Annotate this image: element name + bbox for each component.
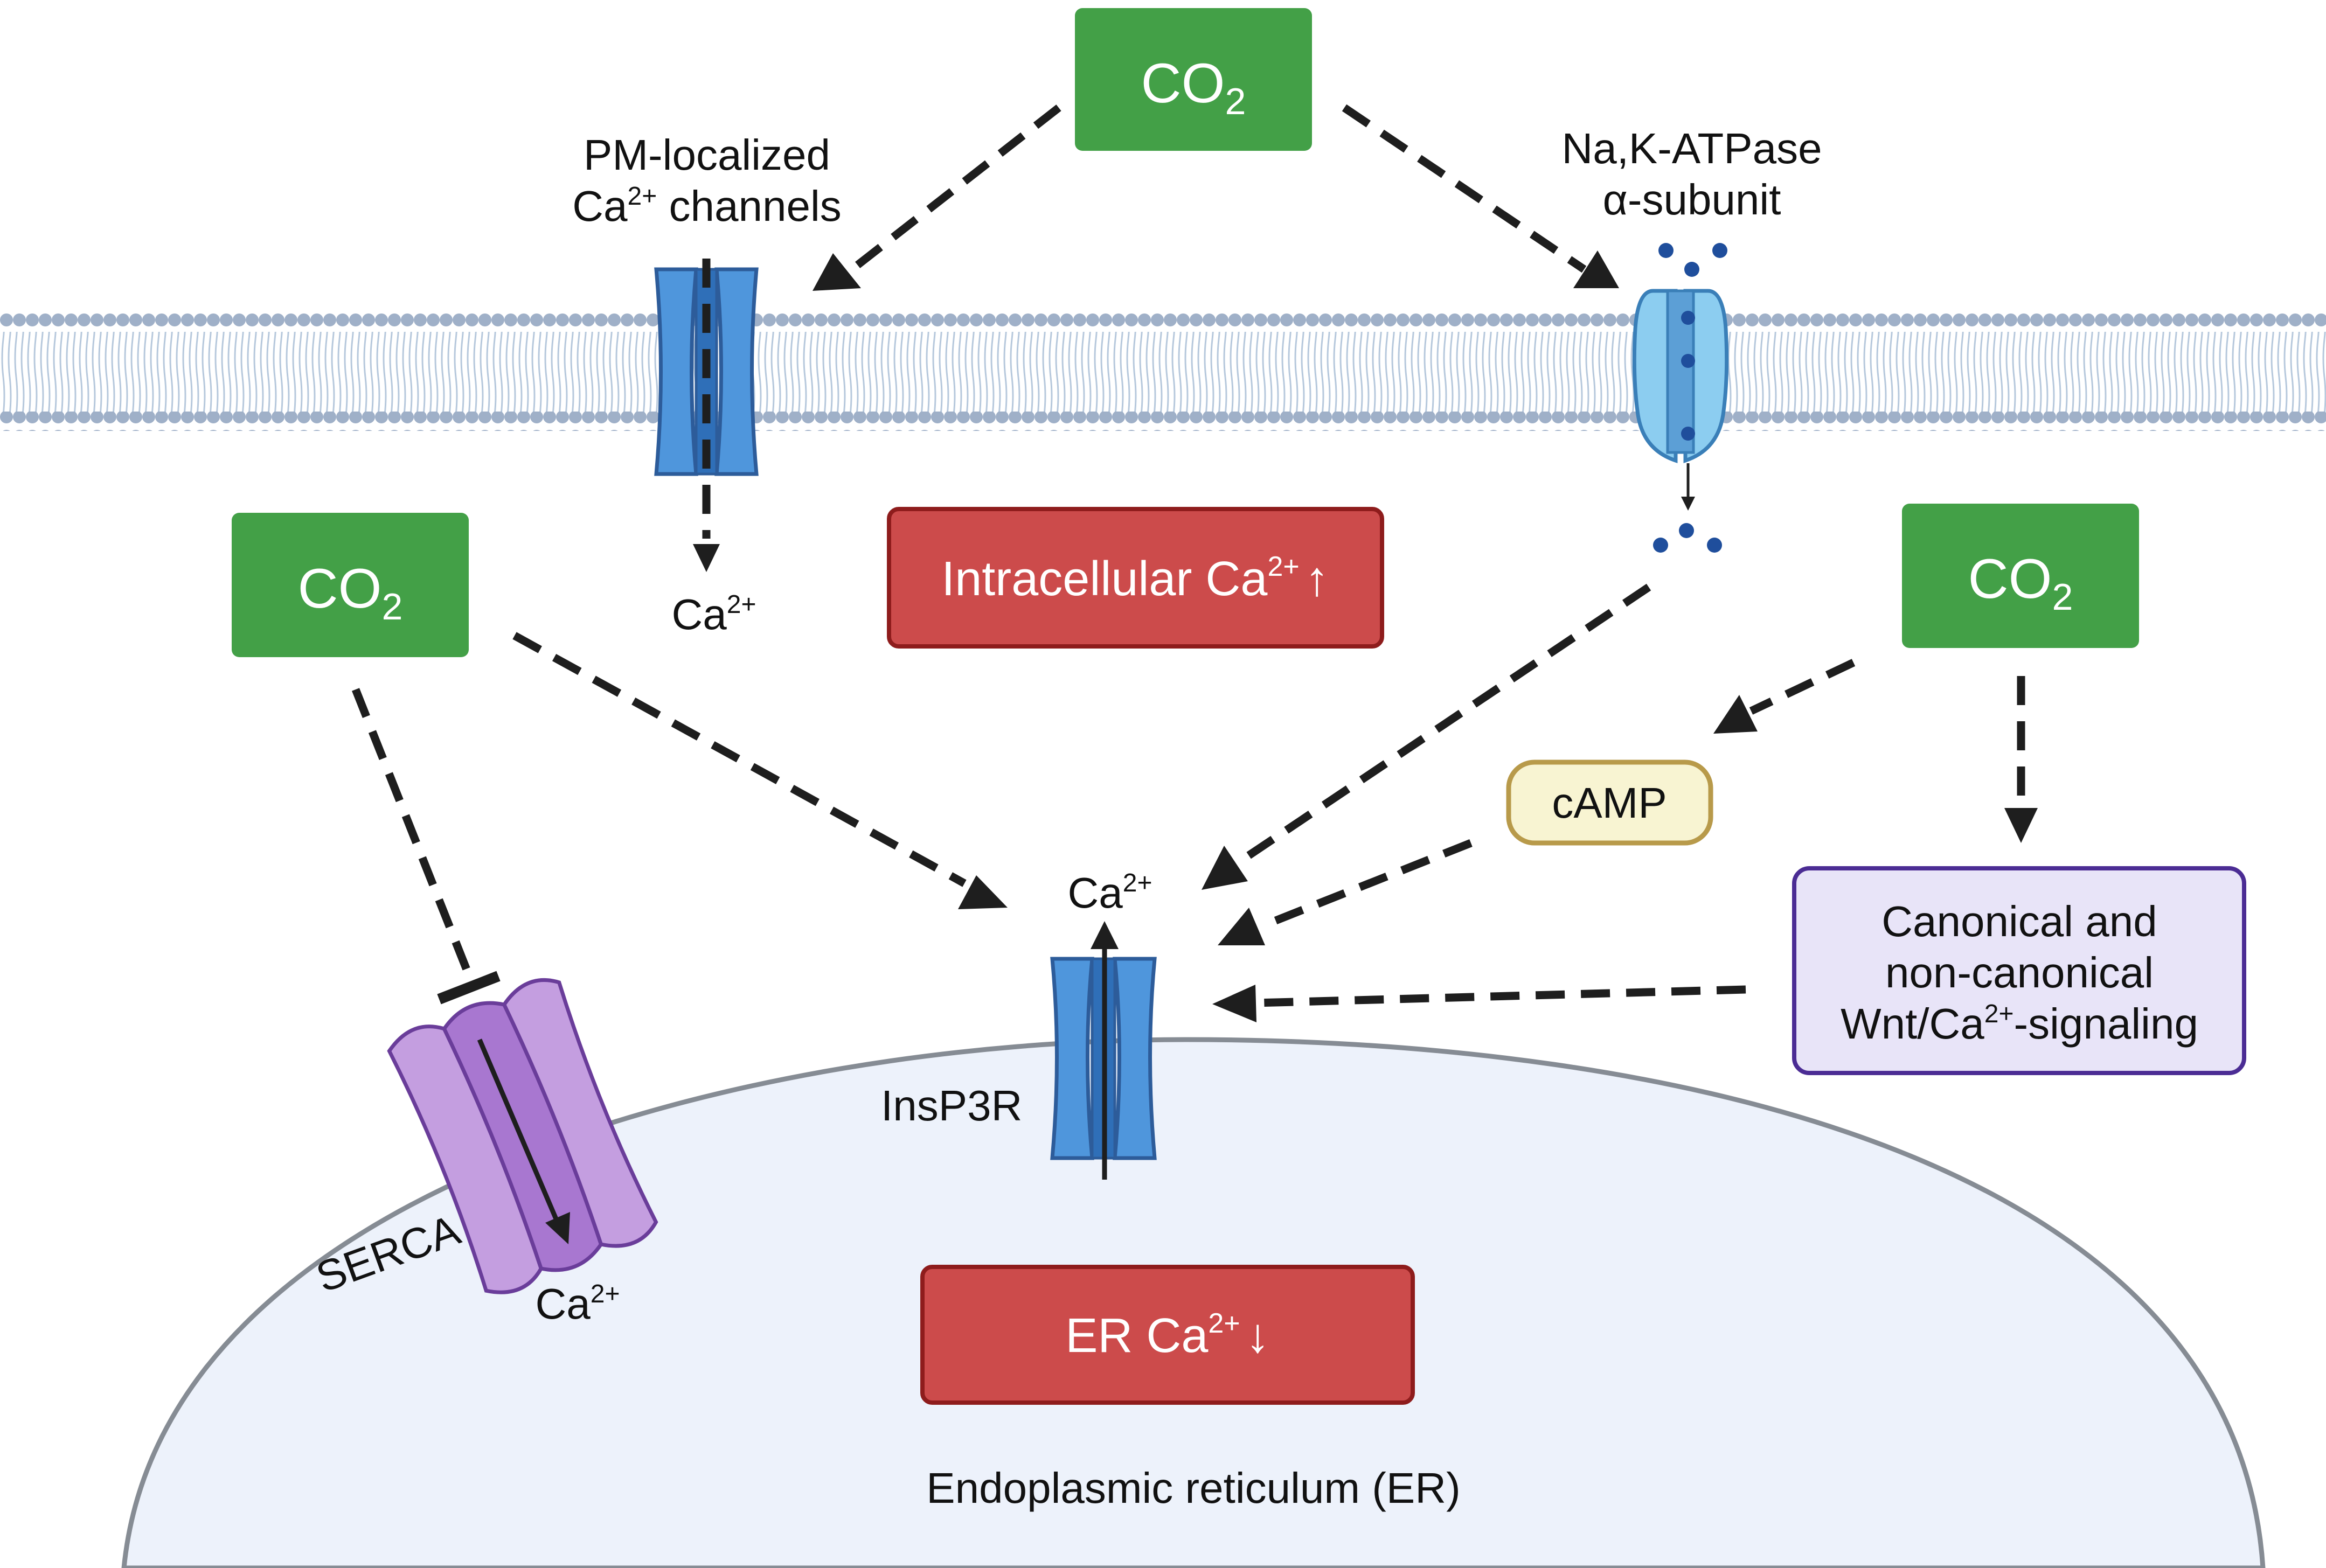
camp-node: cAMP xyxy=(1506,759,1713,846)
inhibition-co2-left-to-serca xyxy=(352,688,501,1005)
plasma-membrane xyxy=(0,313,2326,431)
intracellular-ca-increase-box: Intracellular Ca2+↑ xyxy=(887,507,1384,649)
sodium-ion-dots xyxy=(1653,243,1727,553)
arrow-co2-right-to-wnt xyxy=(2004,676,2038,843)
arrow-nak-to-insp3r xyxy=(1202,583,1651,890)
svg-text:Canonical and: Canonical and xyxy=(1881,897,2157,945)
ca-influx-label: Ca2+ xyxy=(672,590,756,638)
svg-text:CO2: CO2 xyxy=(1968,548,2073,618)
arrow-camp-to-insp3r xyxy=(1218,839,1473,945)
co2-box-left: CO2 xyxy=(232,513,469,657)
co2-box-top: CO2 xyxy=(1075,8,1312,151)
insp3r-channel-icon xyxy=(1050,957,1157,1160)
pm-channels-label: PM-localized xyxy=(584,131,830,179)
nak-atpase-label: Na,K-ATPase xyxy=(1561,124,1822,172)
insp3r-label: InsP3R xyxy=(881,1082,1022,1130)
pm-channels-label-line2: Ca2+ channels xyxy=(572,182,841,230)
wnt-signaling-node: Canonical and non-canonical Wnt/Ca2+-sig… xyxy=(1792,866,2246,1075)
co2-box-right: CO2 xyxy=(1902,504,2139,648)
svg-text:Wnt/Ca2+-signaling: Wnt/Ca2+-signaling xyxy=(1841,1000,2198,1048)
svg-text:cAMP: cAMP xyxy=(1552,779,1667,827)
arrow-wnt-to-insp3r xyxy=(1212,985,1746,1022)
nak-atpase-icon xyxy=(1632,289,1729,463)
svg-text:CO2: CO2 xyxy=(298,557,403,628)
arrow-pm-channel-ca-influx xyxy=(693,259,720,572)
nak-atpase-subunit-label: α-subunit xyxy=(1603,176,1781,224)
arrow-co2-right-to-camp xyxy=(1713,659,1856,734)
ca-insp3r-label: Ca2+ xyxy=(1068,869,1152,917)
pm-calcium-channel-icon xyxy=(654,267,759,476)
arrow-co2-top-to-pm-channel xyxy=(813,104,1061,291)
svg-text:CO2: CO2 xyxy=(1141,52,1246,122)
ca-serca-label: Ca2+ xyxy=(536,1280,620,1328)
svg-text:ER Ca2+↓: ER Ca2+↓ xyxy=(1065,1308,1269,1363)
arrow-co2-left-to-insp3r xyxy=(512,632,1008,909)
svg-text:non-canonical: non-canonical xyxy=(1885,949,2154,996)
svg-text:Intracellular Ca2+↑: Intracellular Ca2+↑ xyxy=(941,551,1329,606)
arrow-co2-top-to-nak-atpase xyxy=(1342,104,1619,288)
er-ca-decrease-box: ER Ca2+↓ xyxy=(920,1265,1415,1405)
er-label: Endoplasmic reticulum (ER) xyxy=(926,1464,1460,1512)
